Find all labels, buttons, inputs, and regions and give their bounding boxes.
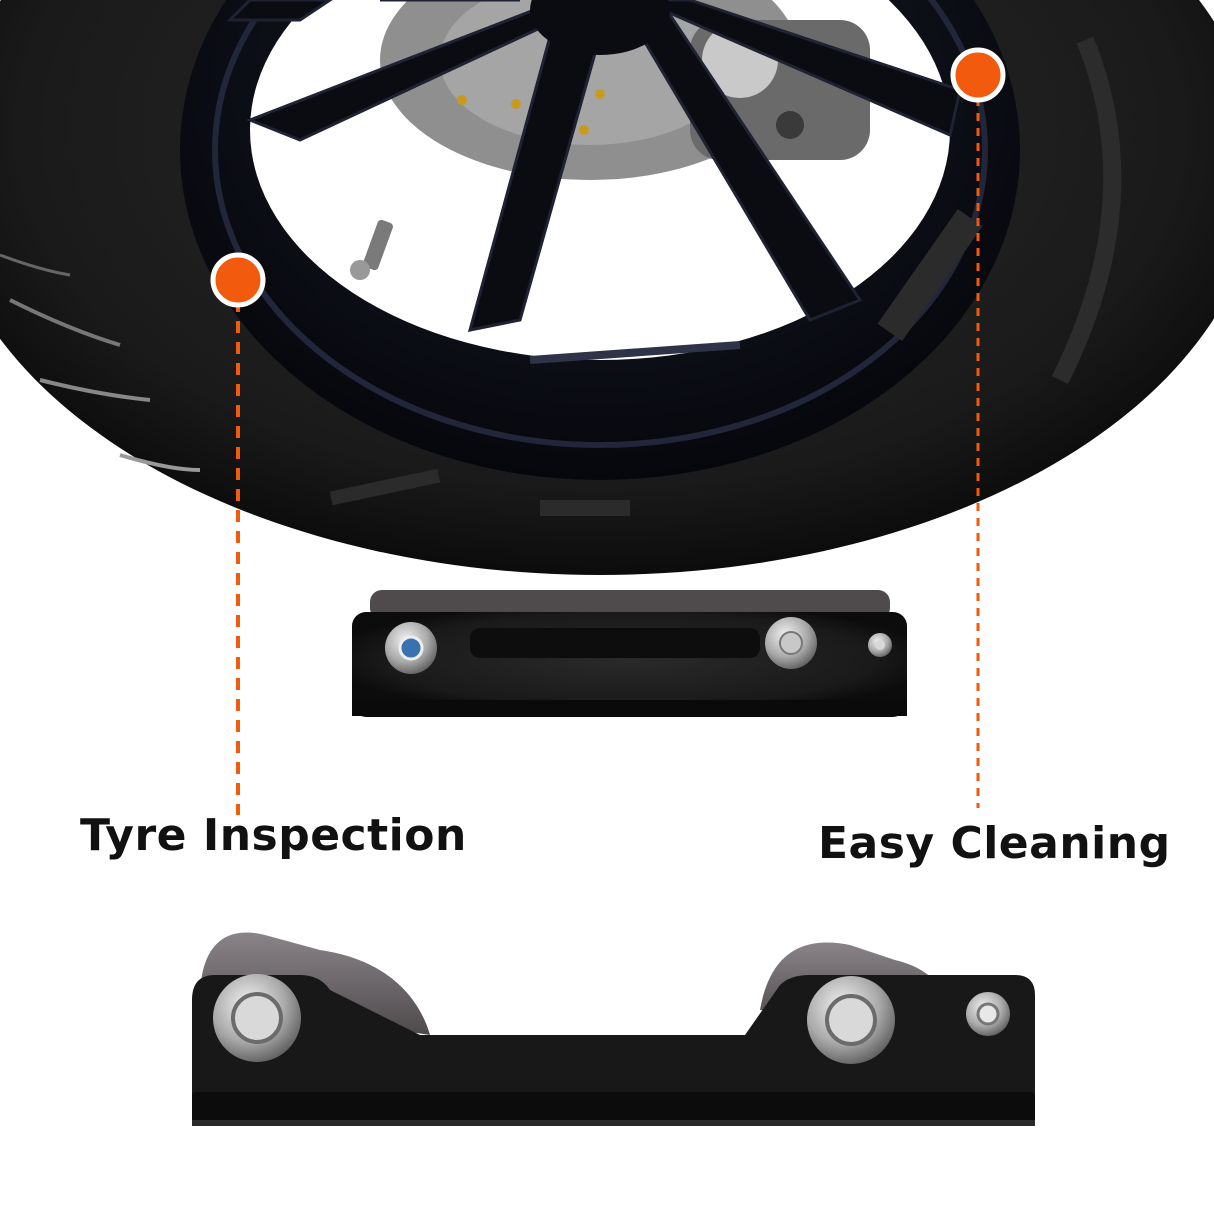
stand-bracket	[192, 975, 1035, 1098]
nut-left	[213, 974, 301, 1062]
callout-tyre-inspection	[210, 252, 266, 815]
roller-stand-illustration	[192, 932, 1035, 1126]
roller-stand-small	[352, 590, 907, 717]
feature-label-easy-cleaning: Easy Cleaning	[818, 818, 1171, 869]
feature-label-tyre-inspection: Tyre Inspection	[80, 810, 467, 861]
callout-dot-icon	[950, 47, 1006, 103]
callout-dot-icon	[210, 252, 266, 308]
valve-stem	[350, 219, 393, 280]
wheel-illustration	[0, 0, 1214, 575]
nut-right	[807, 976, 895, 1064]
bolt-small	[966, 992, 1010, 1036]
callout-easy-cleaning	[950, 47, 1006, 808]
